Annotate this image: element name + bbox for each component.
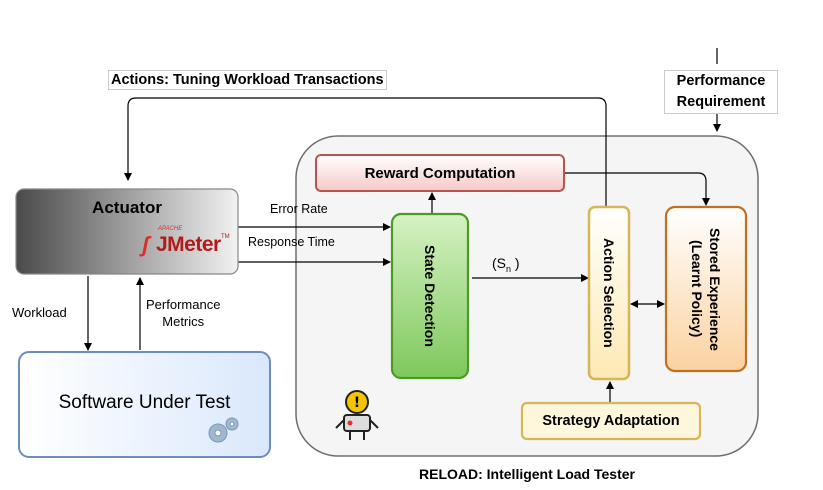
- reward-label: Reward Computation: [364, 164, 516, 182]
- stored-experience-label-box: Stored Experience (Learnt Policy): [666, 207, 746, 371]
- svg-text:!: !: [354, 395, 360, 411]
- state-detection-label: State Detection: [422, 245, 438, 347]
- workload-label: Workload: [12, 305, 67, 320]
- metrics-line-1: Performance: [146, 297, 221, 312]
- sut-box: [18, 351, 271, 458]
- state-label-text: (S: [492, 255, 506, 271]
- strategy-box: [520, 401, 702, 441]
- state-label: (Sn ): [492, 255, 520, 274]
- action-selection-label: Action Selection: [601, 238, 617, 348]
- state-label-sub: n: [506, 263, 512, 274]
- action-selection-label-box: Action Selection: [589, 207, 629, 379]
- actuator-box: [15, 188, 239, 275]
- reward-box: [315, 154, 565, 192]
- actions-loop-arrow: [124, 97, 607, 210]
- requirement-line-2: Requirement: [676, 94, 766, 110]
- reload-caption: RELOAD: Intelligent Load Tester: [419, 466, 635, 482]
- sut-title: Software Under Test: [58, 392, 231, 413]
- response-time-label: Response Time: [248, 235, 335, 249]
- jmeter-apache-text: APACHE: [158, 226, 183, 232]
- metrics-line-2: Metrics: [162, 314, 205, 329]
- actuator-title: Actuator: [92, 198, 162, 217]
- strategy-label: Strategy Adaptation: [542, 413, 680, 429]
- action-selection-box: [587, 205, 631, 381]
- gears-icon: [208, 417, 239, 443]
- jmeter-tm: TM: [221, 234, 230, 240]
- performance-metrics-label: Performance Metrics: [146, 296, 220, 330]
- state-label-close: ): [511, 255, 520, 271]
- performance-requirement-label: Performance Requirement: [664, 70, 778, 114]
- requirement-line-1: Performance: [676, 73, 766, 89]
- robot-icon: !: [335, 390, 379, 440]
- error-rate-label: Error Rate: [270, 202, 328, 216]
- stored-experience-line-1: Stored Experience: [707, 227, 723, 351]
- state-detection-box: [390, 212, 470, 380]
- reward-to-stored-arrow: [564, 172, 710, 206]
- stored-experience-box: [664, 205, 748, 373]
- stored-experience-line-2: (Learnt Policy): [689, 240, 705, 338]
- state-detection-label-box: State Detection: [392, 214, 468, 378]
- feather-icon: ʃ: [142, 232, 150, 257]
- actions-label: Actions: Tuning Workload Transactions: [108, 70, 387, 90]
- jmeter-name: JMeter: [156, 233, 221, 256]
